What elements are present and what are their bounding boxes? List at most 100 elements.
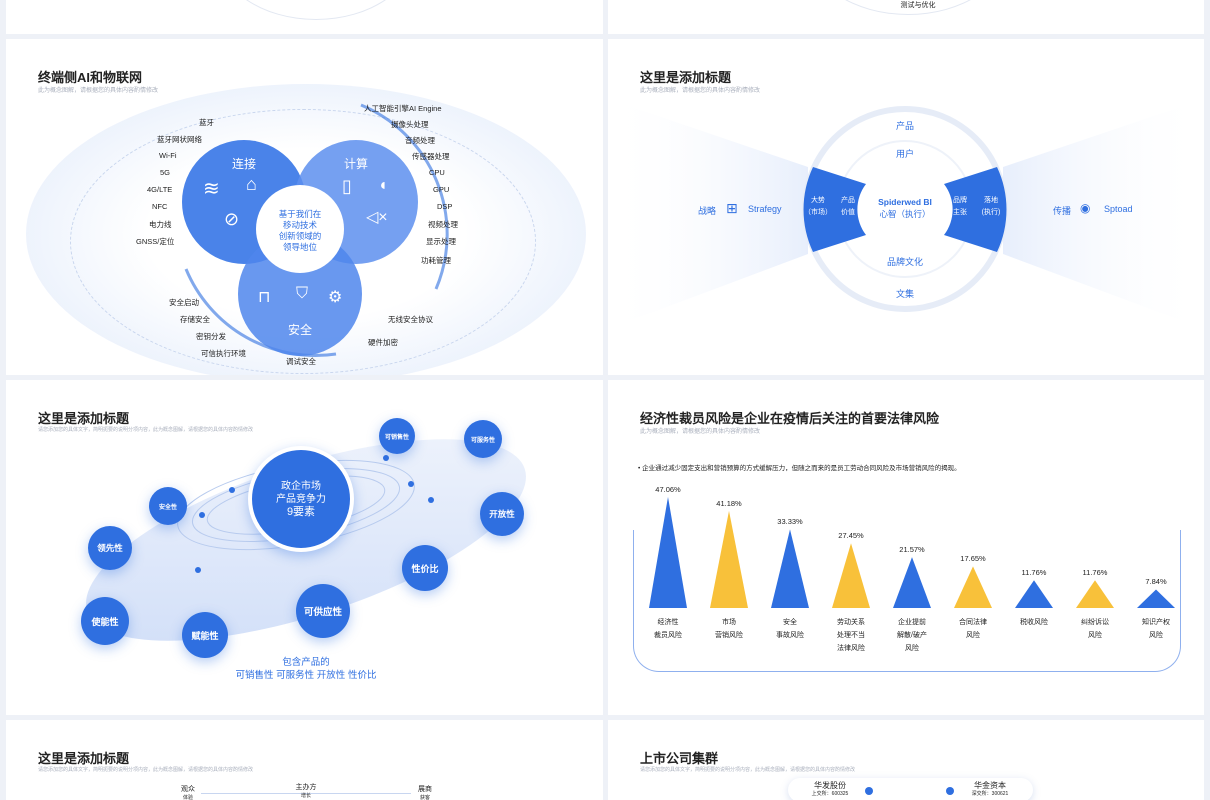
- bottom-inner: 品牌文化: [886, 257, 924, 267]
- wing-left-1: 大势（市场）: [804, 197, 832, 216]
- shield-icon: ⛉: [296, 285, 309, 302]
- orbit-item: 可服务性: [464, 420, 502, 458]
- slide-orbit: 这里是添加标题 请您添加您的具体文字，简明扼要的说明分项内容，此为概念图解，请根…: [6, 380, 603, 715]
- slide-chart: 经济性裁员风险是企业在疫情后关注的首要法律风险 此为概念图解，请根据您的具体内容…: [608, 380, 1204, 715]
- slide-subtitle: 请您添加您的具体文字，简明扼要的说明分项内容，此为概念图解，请根据您的具体内容酌…: [640, 767, 856, 773]
- bottom-label: 硬件加密: [368, 338, 398, 347]
- right-label: 视频处理: [428, 220, 458, 229]
- bar-value-label: 11.76%: [1082, 568, 1108, 578]
- left-label: 蓝牙: [199, 118, 214, 127]
- category-label: 税收风险: [1020, 619, 1048, 626]
- flow-label: 展商获客: [418, 786, 432, 800]
- spider-diagram: [608, 99, 1204, 329]
- network-icon: ⚙: [328, 289, 343, 306]
- company-bar: [788, 778, 1033, 800]
- bar: [954, 566, 992, 608]
- wing-right-2: 落地(执行): [981, 197, 1001, 216]
- bottom-left-label: 存储安全: [180, 315, 210, 324]
- slide-subtitle: 此为概念图解，请根据您的具体内容酌情修改: [640, 429, 761, 435]
- ring-outline: [70, 109, 536, 374]
- bar-value-label: 11.76%: [1021, 568, 1047, 578]
- spread-label: 传播: [1053, 206, 1072, 216]
- flow-label: 主办方增长: [295, 784, 317, 799]
- flow-line: [201, 793, 411, 794]
- right-label: 摄像头处理: [391, 120, 429, 129]
- left-label: 蓝牙网状网络: [157, 135, 202, 144]
- right-label: 音频处理: [405, 136, 435, 145]
- speaker-icon: ◖: [378, 177, 388, 194]
- orbit-item: 可供应性: [296, 584, 350, 638]
- orbit-item: 开放性: [480, 492, 524, 536]
- category-label: 合同法律风险: [959, 619, 987, 639]
- compute-label: 计算: [343, 157, 369, 171]
- router-icon: ⌂: [246, 174, 257, 194]
- bar-value-label: 41.18%: [716, 498, 742, 508]
- slide-title: 这里是添加标题: [640, 70, 732, 85]
- slide-title: 上市公司集群: [640, 751, 719, 766]
- flow-label: 观众体验: [181, 786, 195, 800]
- orbit-item: 可销售性: [379, 418, 415, 454]
- category-label: 安全事故风险: [776, 619, 804, 639]
- slide-title: 终端侧AI和物联网: [38, 70, 143, 85]
- bottom-outer: 文集: [895, 289, 915, 299]
- left-label: Wi-Fi: [159, 151, 177, 160]
- venn-diagram: [182, 103, 449, 358]
- bar: [832, 543, 870, 608]
- left-label: GNSS/定位: [136, 237, 175, 246]
- circle-security: [238, 232, 362, 356]
- bar: [1076, 580, 1114, 608]
- bar-value-label: 27.45%: [838, 531, 864, 541]
- slide-iot: 终端侧AI和物联网 此为概念图解，请根据您的具体内容酌情修改 连接 计算 安全 …: [6, 39, 603, 375]
- wing-left-2: 产品价值: [841, 197, 855, 216]
- category-label: 知识产权风险: [1142, 619, 1170, 639]
- slide-top-left: [6, 0, 603, 34]
- slide-top-right: 测试与优化: [608, 0, 1204, 34]
- right-label: DSP: [437, 202, 453, 211]
- orbit-item: 领先性: [88, 526, 132, 570]
- top-outer: 产品: [895, 121, 915, 131]
- right-label: GPU: [433, 185, 450, 194]
- wifi-off-icon: ⊘: [224, 209, 240, 229]
- slide-spider: 这里是添加标题 此为概念图解，请根据您的具体内容酌情修改 产品 用户 品牌文化 …: [608, 39, 1204, 375]
- bottom-label: 无线安全协议: [388, 315, 433, 324]
- orbit-item: 赋能性: [182, 612, 228, 658]
- category-label: 企业提前解散/破产风险: [897, 619, 927, 652]
- orbit-item: 性价比: [402, 545, 448, 591]
- left-label: 电力线: [149, 220, 172, 229]
- right-label: 人工智能引擎AI Engine: [364, 104, 442, 113]
- center-text: 基于我们在 移动技术 创新领域的 领导地位: [278, 209, 322, 252]
- slide-subtitle: 请您添加您的具体文字，简明扼要的说明分项内容，此为概念图解，请根据您的具体内容酌…: [38, 427, 254, 433]
- security-label: 安全: [287, 323, 313, 337]
- bar-value-label: 21.57%: [899, 545, 925, 555]
- bar: [771, 529, 809, 608]
- top-inner: 用户: [895, 149, 915, 159]
- right-label: CPU: [429, 168, 445, 177]
- orbit-item: 使能性: [81, 597, 129, 645]
- bar: [710, 510, 748, 608]
- toggle-icon: ◉: [1080, 201, 1091, 215]
- category-label: 市场营销风险: [715, 619, 743, 639]
- slide-title: 经济性裁员风险是企业在疫情后关注的首要法律风险: [640, 411, 940, 426]
- right-label: 显示处理: [426, 237, 456, 246]
- slide-subtitle: 请您添加您的具体文字，简明扼要的说明分项内容，此为概念图解，请根据您的具体内容酌…: [38, 767, 254, 773]
- category-label: 纠纷诉讼风险: [1081, 619, 1109, 639]
- orbit-footer: 包含产品的 可销售性 可服务性 开放性 性价比: [235, 657, 377, 681]
- chart-frame: [633, 530, 1181, 672]
- bar-value-label: 47.06%: [655, 484, 681, 494]
- category-label: 劳动关系处理不当法律风险: [837, 619, 865, 652]
- phone-icon: ▯: [342, 176, 352, 196]
- circle-center: [256, 185, 344, 273]
- left-label: NFC: [152, 202, 168, 211]
- bar: [649, 496, 687, 608]
- bar-chart: [649, 496, 1175, 608]
- bottom-left-label: 安全启动: [169, 298, 199, 307]
- right-label: 功耗管理: [421, 256, 451, 265]
- bar-value-label: 33.33%: [777, 517, 803, 527]
- bottom-left-label: 密钥分发: [196, 332, 226, 341]
- left-label: 4G/LTE: [147, 185, 173, 194]
- slide-title: 这里是添加标题: [38, 751, 130, 766]
- strategy-label: 战略: [698, 206, 717, 216]
- spider-center: Spiderwed BI 心智（执行）: [878, 197, 932, 219]
- spread-en: Sptoad: [1104, 204, 1133, 214]
- bar: [1137, 589, 1175, 608]
